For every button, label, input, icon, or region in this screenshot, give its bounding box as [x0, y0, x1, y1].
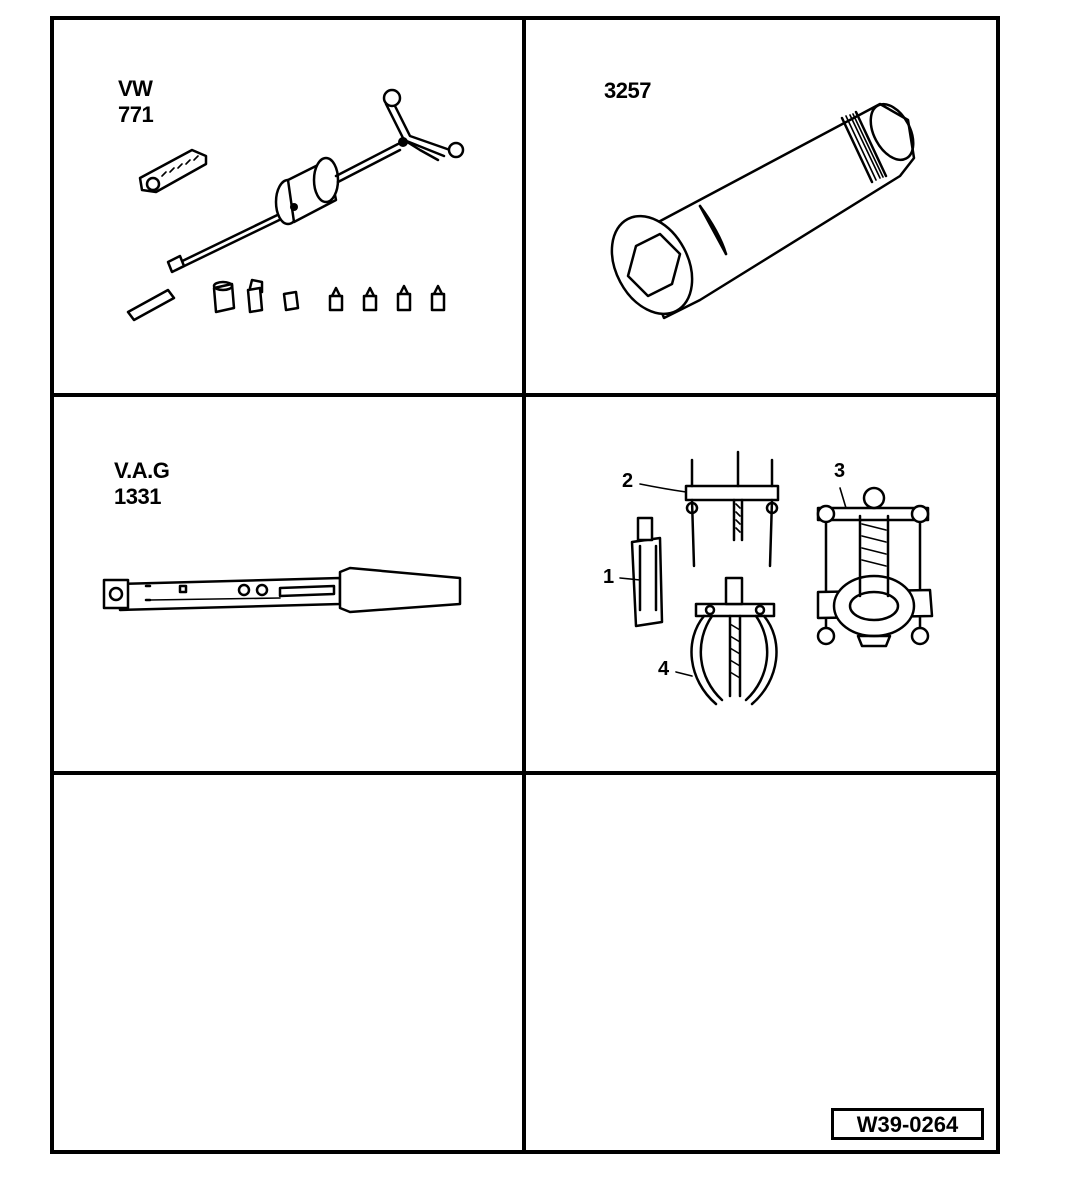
callout-2: 2 — [622, 470, 634, 492]
grid-divider-vertical — [522, 16, 526, 1154]
tool-label-vw771: VW 771 — [118, 76, 154, 127]
reference-code-box: W39-0264 — [831, 1108, 984, 1140]
tool-label-vag1331: V.A.G 1331 — [114, 458, 170, 509]
two-arm-puller-icon — [675, 576, 778, 706]
hex-socket-icon — [610, 102, 916, 320]
grid-divider-row-1 — [50, 393, 1000, 397]
torque-wrench-icon — [102, 566, 462, 614]
puller-sleeve-icon — [619, 516, 664, 628]
hammer-bracket-icon — [138, 148, 208, 194]
tool-label-3257: 3257 — [604, 78, 651, 103]
callout-1: 1 — [603, 566, 615, 588]
callout-3: 3 — [834, 460, 846, 482]
callout-4: 4 — [658, 658, 670, 680]
bearing-separator-icon — [816, 486, 934, 648]
three-arm-puller-icon — [639, 450, 780, 568]
grid-divider-row-2 — [50, 771, 1000, 775]
hammer-adapters-icon — [126, 278, 446, 322]
hammer-rod-icon — [166, 88, 465, 274]
